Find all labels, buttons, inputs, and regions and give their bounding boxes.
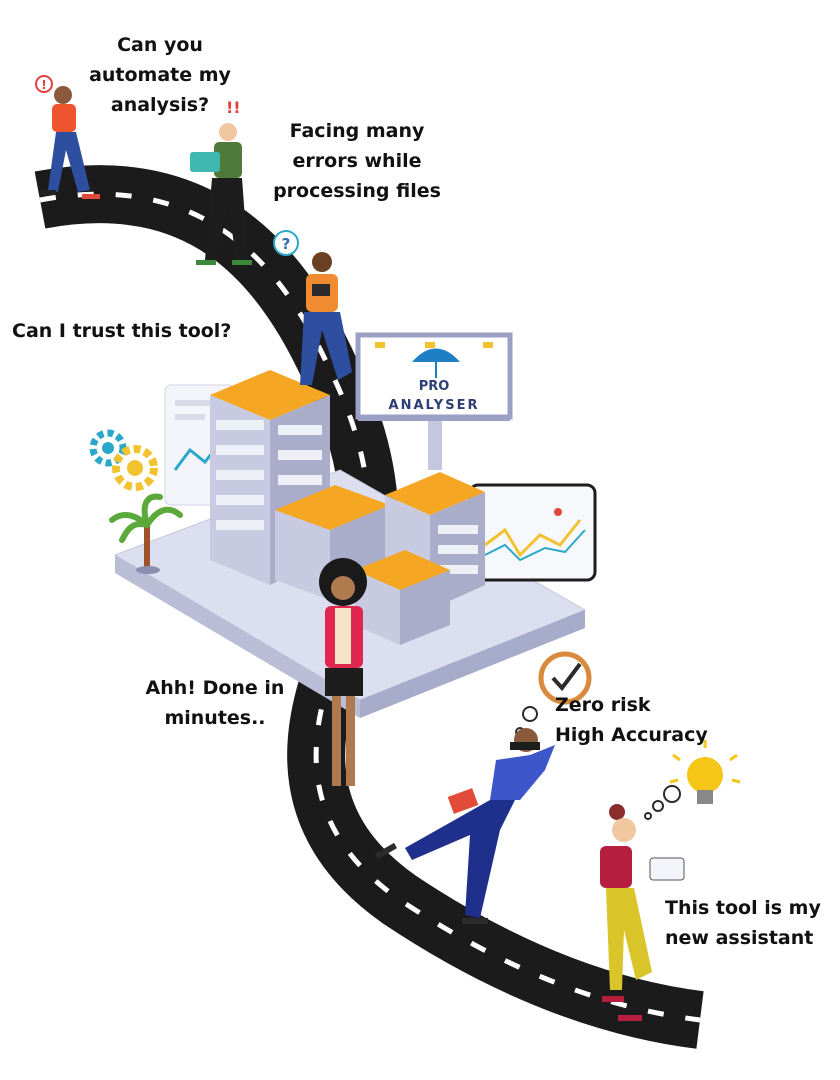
caption-risk: Zero risk High Accuracy: [555, 694, 708, 746]
caption-automate: Can you automate my analysis?: [89, 34, 231, 116]
person-woman-phone: [319, 558, 367, 786]
tall-building-front: [210, 395, 270, 585]
gear-icon: [89, 429, 158, 491]
caption-assistant: This tool is my new assistant: [665, 897, 821, 949]
exclamation-icon: !: [35, 75, 53, 93]
billboard-line1: PRO: [419, 379, 450, 394]
middle-building-front: [275, 510, 330, 600]
tall-building-roof: [210, 370, 330, 420]
tall-building-windows: [216, 420, 322, 530]
right-building-roof: [385, 472, 485, 515]
palm-tree: [109, 493, 183, 574]
question-icon: ?: [273, 230, 299, 256]
thought-bubble-icon: [644, 785, 681, 820]
svg-text:!!: !!: [226, 98, 241, 117]
svg-text:!: !: [41, 78, 46, 92]
person-woman-tablet: [600, 804, 685, 1021]
svg-text:?: ?: [282, 235, 291, 253]
platform-side-right: [360, 610, 585, 718]
chart-line-yellow: [484, 519, 582, 558]
chart-panel-right: [468, 483, 597, 582]
chart-line-teal: [484, 529, 586, 562]
lightbulb-icon: [669, 740, 741, 804]
caption-trust: Can I trust this tool?: [12, 320, 232, 342]
caption-done: Ahh! Done in minutes..: [145, 677, 285, 729]
person-with-clipboard: [300, 252, 352, 385]
front-building: [355, 570, 400, 645]
person-running: [374, 728, 555, 924]
caption-errors: Facing many errors while processing file…: [273, 120, 441, 202]
platform-side: [115, 555, 360, 718]
clock-check-icon: [538, 651, 592, 705]
billboard-line2: ANALYSER: [389, 398, 480, 413]
middle-building-roof: [275, 485, 390, 530]
person-with-laptop: !!: [190, 98, 252, 265]
person-walking-phone: [40, 86, 100, 199]
umbrella-icon: [412, 348, 460, 378]
